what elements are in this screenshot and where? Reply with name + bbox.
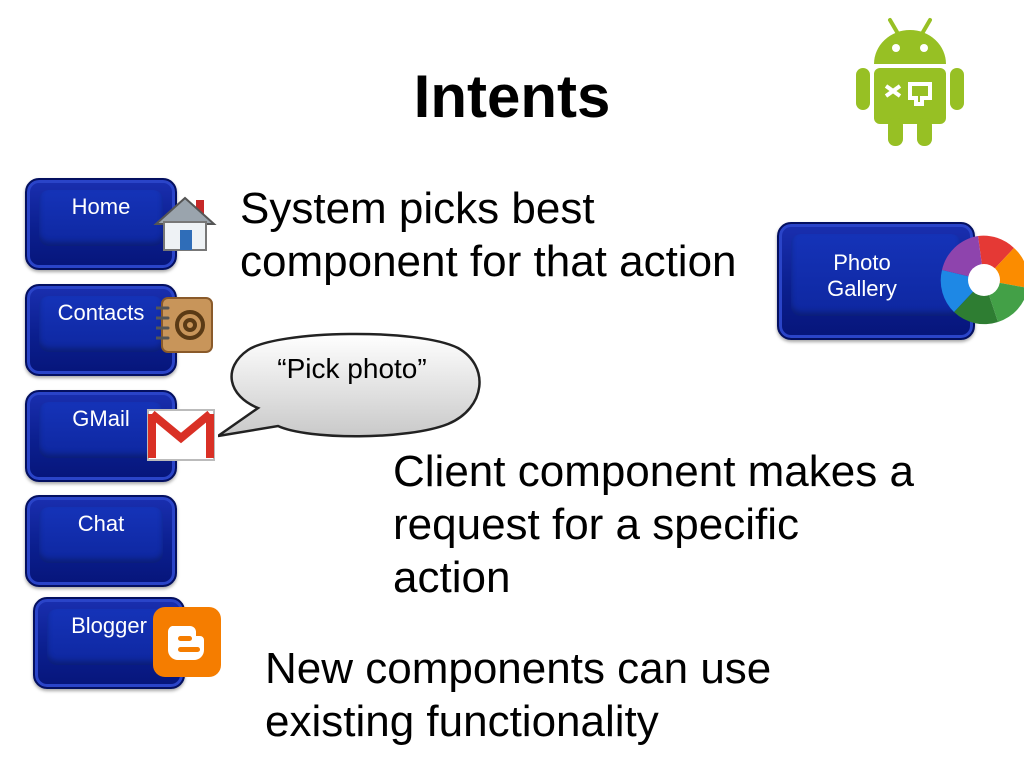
new-components-text: New components can use existing function… [265,642,771,748]
new-components-line-2: existing functionality [265,697,659,746]
house-icon [153,196,217,251]
chat-app-label: Chat [77,511,125,536]
android-robot-icon [856,18,964,146]
system-picks-line-1: System picks best [240,184,595,233]
picasa-pinwheel-icon [940,235,1024,325]
chat-app-button[interactable]: Chat [25,495,177,587]
photo-gallery-label-line-1: Photo [833,250,891,275]
gmail-envelope-icon [147,409,215,461]
contacts-app-label: Contacts [57,300,145,325]
gmail-app-button[interactable]: GMail [25,390,177,482]
photo-gallery-label-line-2: Gallery [827,276,897,301]
system-picks-text: System picks best component for that act… [240,182,737,288]
contacts-app-button[interactable]: Contacts [25,284,177,376]
home-app-label: Home [71,194,131,219]
photo-gallery-app-button[interactable]: Photo Gallery [777,222,975,340]
slide-title: Intents [413,63,611,130]
home-app-button[interactable]: Home [25,178,177,270]
client-request-line-3: action [393,553,511,602]
client-request-text: Client component makes a request for a s… [393,445,914,604]
client-request-line-2: request for a specific [393,500,799,549]
client-request-line-1: Client component makes a [393,447,914,496]
blogger-icon [153,607,221,677]
new-components-line-1: New components can use [265,644,772,693]
system-picks-line-2: component for that action [240,237,737,286]
speech-bubble-shape [218,332,481,438]
blogger-app-label: Blogger [71,613,147,638]
address-book-icon [156,297,213,353]
gmail-app-label: GMail [72,406,130,431]
speech-bubble-text: “Pick photo” [277,353,427,384]
photo-gallery-label: Photo Gallery [779,250,945,302]
